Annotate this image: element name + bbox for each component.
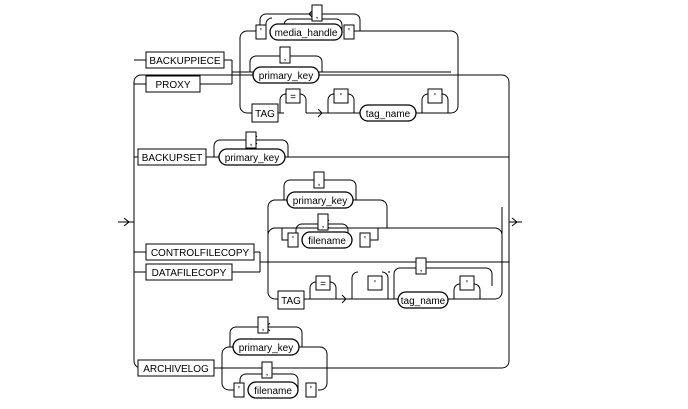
datafilecopy-keyword bbox=[145, 263, 233, 281]
comma-box bbox=[279, 46, 291, 64]
quote-box bbox=[287, 232, 299, 248]
comma-box bbox=[415, 257, 427, 275]
quote-box bbox=[367, 275, 383, 291]
quote-text: ' bbox=[364, 235, 366, 246]
primary-key-text: primary_key bbox=[293, 196, 347, 207]
archivelog-primary-key: , primary_key bbox=[229, 316, 318, 356]
quote-text: ' bbox=[434, 92, 436, 103]
quote-text: ' bbox=[260, 27, 262, 38]
comma-text: , bbox=[284, 52, 287, 63]
backuppiece-text: BACKUPPIECE bbox=[149, 56, 220, 67]
tag-name-variable bbox=[359, 104, 417, 122]
quote-box bbox=[305, 382, 317, 398]
primary-key-variable bbox=[218, 148, 286, 166]
filecopy-primary-key: , primary_key bbox=[282, 171, 388, 228]
quote-box bbox=[233, 382, 245, 398]
tag-text: TAG bbox=[281, 296, 301, 307]
tag-keyword bbox=[251, 103, 279, 123]
comma-text: , bbox=[266, 367, 269, 378]
quote-box bbox=[333, 88, 349, 104]
backupset-keyword bbox=[137, 148, 207, 166]
backuppiece-keyword bbox=[145, 51, 225, 69]
equals-box bbox=[285, 88, 301, 104]
quote-box bbox=[343, 24, 355, 40]
media-handle-text: media_handle bbox=[275, 28, 338, 39]
quote-box bbox=[459, 275, 475, 291]
filecopy-tag-row: TAG = ' , tag_name ' bbox=[277, 257, 495, 310]
equals-box bbox=[315, 275, 331, 291]
primary-key-text: primary_key bbox=[259, 71, 313, 82]
proxy-keyword bbox=[145, 75, 201, 93]
primary-key-text: primary_key bbox=[239, 343, 293, 354]
filename-text: filename bbox=[308, 236, 346, 247]
backuppiece-primary-key: , primary_key bbox=[246, 46, 451, 84]
quote-text: ' bbox=[340, 92, 342, 103]
backuppiece-tag-row: TAG = ' tag_name ' bbox=[251, 88, 451, 123]
equals-text: = bbox=[320, 279, 326, 290]
comma-text: , bbox=[420, 263, 423, 274]
tag-name-text: tag_name bbox=[366, 109, 411, 120]
media-handle-row: , ' media_handle ' bbox=[255, 4, 355, 41]
media-handle-variable bbox=[269, 23, 343, 41]
archivelog-text: ARCHIVELOG bbox=[143, 364, 209, 375]
filename-variable bbox=[247, 381, 299, 399]
primary-key-text: primary_key bbox=[225, 153, 279, 164]
comma-box bbox=[245, 131, 257, 149]
datafilecopy-text: DATAFILECOPY bbox=[152, 268, 227, 279]
comma-box bbox=[317, 213, 329, 231]
comma-box bbox=[313, 171, 325, 189]
quote-text: ' bbox=[374, 279, 376, 290]
equals-text: = bbox=[290, 92, 296, 103]
comma-text: , bbox=[250, 137, 253, 148]
comma-text: , bbox=[262, 322, 265, 333]
quote-text: ' bbox=[348, 27, 350, 38]
comma-text: , bbox=[322, 219, 325, 230]
tag-text: TAG bbox=[255, 109, 275, 120]
comma-box bbox=[311, 4, 323, 22]
comma-text: , bbox=[316, 10, 319, 21]
primary-key-variable bbox=[252, 66, 320, 84]
tag-name-text: tag_name bbox=[401, 296, 446, 307]
quote-box bbox=[427, 88, 443, 104]
proxy-text: PROXY bbox=[155, 80, 190, 91]
quote-box bbox=[359, 232, 371, 248]
quote-text: ' bbox=[466, 279, 468, 290]
comma-box bbox=[261, 361, 273, 379]
filename-variable bbox=[301, 231, 353, 249]
quote-text: ' bbox=[310, 385, 312, 396]
comma-text: , bbox=[318, 177, 321, 188]
comma-box bbox=[257, 316, 269, 334]
archivelog-keyword bbox=[137, 359, 215, 377]
quote-text: ' bbox=[292, 235, 294, 246]
tag-name-variable bbox=[397, 291, 449, 309]
quote-text: ' bbox=[238, 385, 240, 396]
tag-keyword bbox=[277, 290, 305, 310]
filecopy-branch bbox=[134, 199, 509, 300]
controlfilecopy-keyword bbox=[145, 243, 255, 261]
controlfilecopy-text: CONTROLFILECOPY bbox=[151, 248, 250, 259]
filecopy-filename: , ' filename ' bbox=[280, 213, 495, 249]
primary-key-variable bbox=[286, 191, 354, 209]
primary-key-variable bbox=[232, 338, 300, 356]
main-spine bbox=[118, 74, 522, 361]
quote-box bbox=[255, 24, 267, 40]
backupset-branch: , BACKUPSET primary_key bbox=[134, 131, 509, 166]
archivelog-filename: , ' filename ' bbox=[232, 361, 320, 399]
filename-text: filename bbox=[254, 386, 292, 397]
backupset-text: BACKUPSET bbox=[142, 153, 203, 164]
